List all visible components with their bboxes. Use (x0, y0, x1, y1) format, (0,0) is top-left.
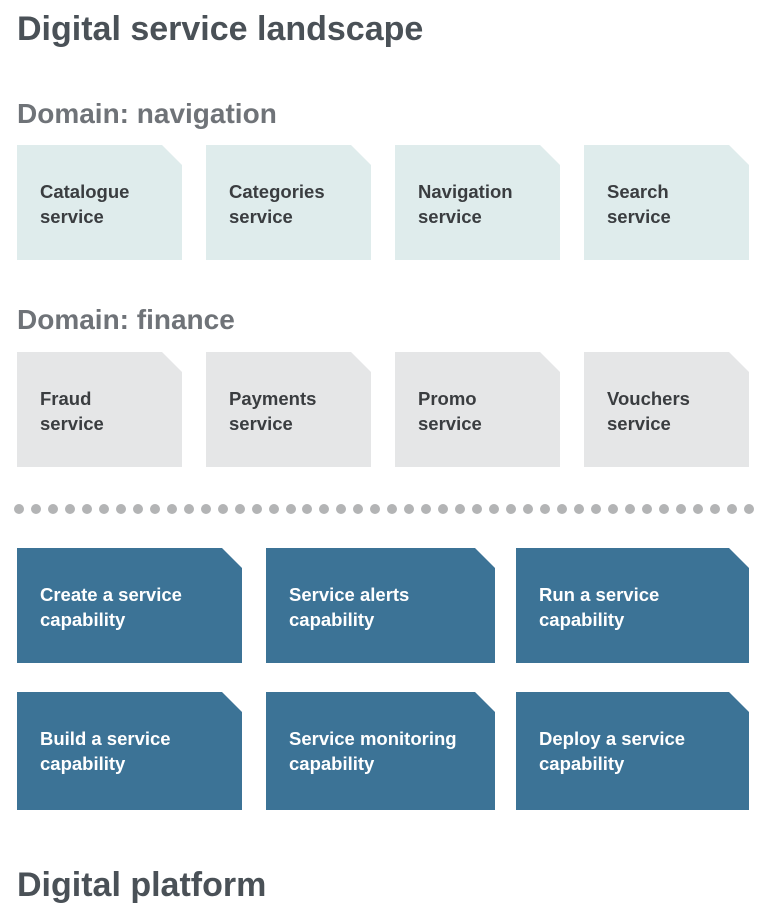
divider-dot (709, 504, 720, 514)
divider-dot (557, 504, 567, 514)
divider-dot (115, 504, 126, 514)
divider-dot (455, 504, 466, 514)
divider-dot (268, 504, 279, 514)
divider-dot (30, 504, 41, 514)
platform-title: Digital platform (17, 866, 267, 904)
divider-dot (336, 504, 347, 514)
divider-dot (421, 504, 432, 514)
divider-dot (506, 504, 517, 514)
deploy-service-capability-label: Deploy a service capability (539, 728, 686, 774)
build-service-capability-card: Build a service capability (17, 692, 242, 810)
divider-dot (658, 504, 669, 514)
divider-dot (132, 504, 143, 514)
divider-dot (64, 504, 75, 514)
payments-service-label: Payments service (229, 388, 317, 434)
run-service-capability-card: Run a service capability (516, 548, 749, 663)
page-title: Digital service landscape (17, 10, 424, 48)
divider-dot (47, 504, 58, 514)
categories-service-card: Categories service (206, 145, 371, 260)
divider-dot (183, 504, 194, 514)
fraud-service-card: Fraud service (17, 352, 182, 467)
divider-dot (370, 504, 381, 514)
navigation-service-label: Navigation service (418, 181, 513, 227)
search-service-label: Search service (607, 181, 671, 227)
divider-dot (98, 504, 109, 514)
divider-dot (302, 504, 313, 514)
divider-dot (438, 504, 449, 514)
domain-finance-title: Domain: finance (17, 304, 235, 335)
divider-dot (404, 504, 415, 514)
divider-dot (692, 504, 703, 514)
dotted-divider (14, 503, 754, 515)
vouchers-service-card: Vouchers service (584, 352, 749, 467)
catalogue-service-label: Catalogue service (40, 181, 130, 227)
create-service-capability-card: Create a service capability (17, 548, 242, 663)
service-alerts-capability-card: Service alerts capability (266, 548, 495, 663)
run-service-capability-label: Run a service capability (539, 584, 660, 630)
divider-dot (81, 504, 92, 514)
divider-dot (726, 504, 737, 514)
divider-dot (523, 504, 534, 514)
divider-dot (607, 504, 618, 514)
vouchers-service-label: Vouchers service (607, 388, 690, 434)
divider-dot (540, 504, 551, 514)
divider-dot (149, 504, 160, 514)
divider-dot (743, 504, 754, 514)
service-monitoring-capability-card: Service monitoring capability (266, 692, 495, 810)
divider-dot (624, 504, 635, 514)
divider-dot (675, 504, 686, 514)
service-monitoring-capability-label: Service monitoring capability (289, 728, 457, 774)
fraud-service-label: Fraud service (40, 388, 104, 434)
domain-navigation-title: Domain: navigation (17, 98, 277, 129)
divider-dot (641, 504, 652, 514)
promo-service-card: Promo service (395, 352, 560, 467)
divider-dot (200, 504, 211, 514)
divider-dot (285, 504, 296, 514)
divider-dot (217, 504, 228, 514)
divider-dot (234, 504, 245, 514)
deploy-service-capability-card: Deploy a service capability (516, 692, 749, 810)
create-service-capability-label: Create a service capability (40, 584, 182, 630)
navigation-service-card: Navigation service (395, 145, 560, 260)
categories-service-label: Categories service (229, 181, 325, 227)
promo-service-label: Promo service (418, 388, 482, 434)
payments-service-card: Payments service (206, 352, 371, 467)
divider-dot (472, 504, 483, 514)
divider-dot (166, 504, 177, 514)
search-service-card: Search service (584, 145, 749, 260)
divider-dot (387, 504, 398, 514)
divider-dot (14, 504, 24, 514)
divider-dot (319, 504, 330, 514)
divider-dot (590, 504, 601, 514)
divider-dot (573, 504, 584, 514)
build-service-capability-label: Build a service capability (40, 728, 171, 774)
divider-dot (251, 504, 262, 514)
divider-dot (489, 504, 500, 514)
divider-dot (353, 504, 364, 514)
catalogue-service-card: Catalogue service (17, 145, 182, 260)
service-alerts-capability-label: Service alerts capability (289, 584, 410, 630)
